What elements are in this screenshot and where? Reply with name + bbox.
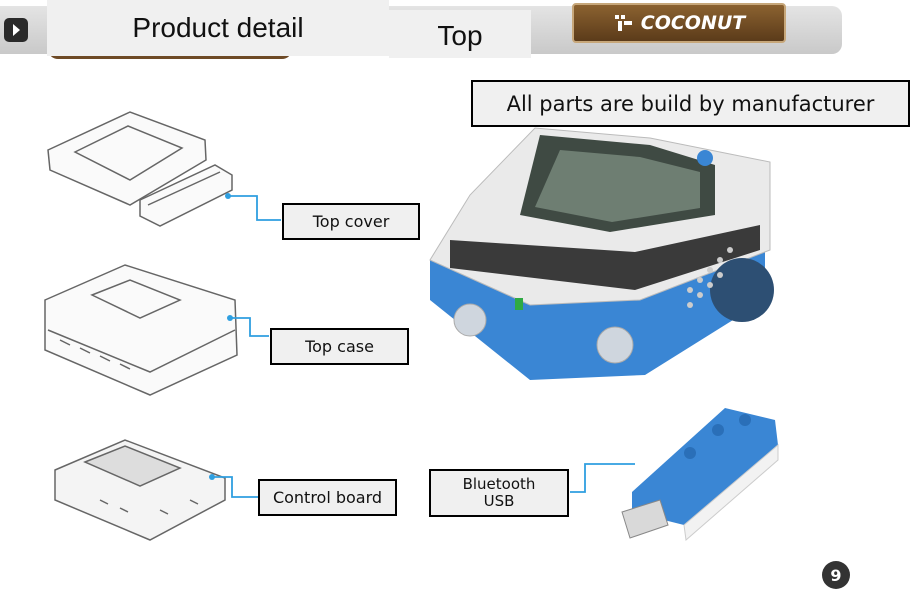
top-case-label: Top case — [270, 328, 409, 365]
chevron-right-icon — [13, 24, 20, 36]
top-cover-label: Top cover — [282, 203, 420, 240]
bluetooth-label-line1: Bluetooth — [462, 475, 536, 493]
brand-logo: COCONUT — [572, 3, 786, 43]
manufacturer-callout: All parts are build by manufacturer — [471, 80, 910, 127]
top-case-illustration — [44, 264, 238, 396]
connector-lines — [212, 195, 635, 498]
top-cover-illustration — [47, 111, 233, 227]
bluetooth-usb-label: Bluetooth USB — [429, 469, 569, 517]
bluetooth-label-line2: USB — [483, 492, 515, 510]
usb-dongle-illustration — [621, 408, 779, 541]
control-board-illustration — [54, 439, 226, 541]
brand-mark-icon — [614, 15, 632, 31]
page-number-badge: 9 — [822, 561, 850, 589]
robot-illustration — [429, 127, 774, 380]
brand-logo-text: COCONUT — [640, 12, 746, 34]
control-board-label: Control board — [258, 479, 397, 516]
next-slide-button[interactable] — [4, 18, 28, 42]
section-label: Top — [389, 10, 531, 58]
page-title: Product detail — [47, 0, 389, 56]
